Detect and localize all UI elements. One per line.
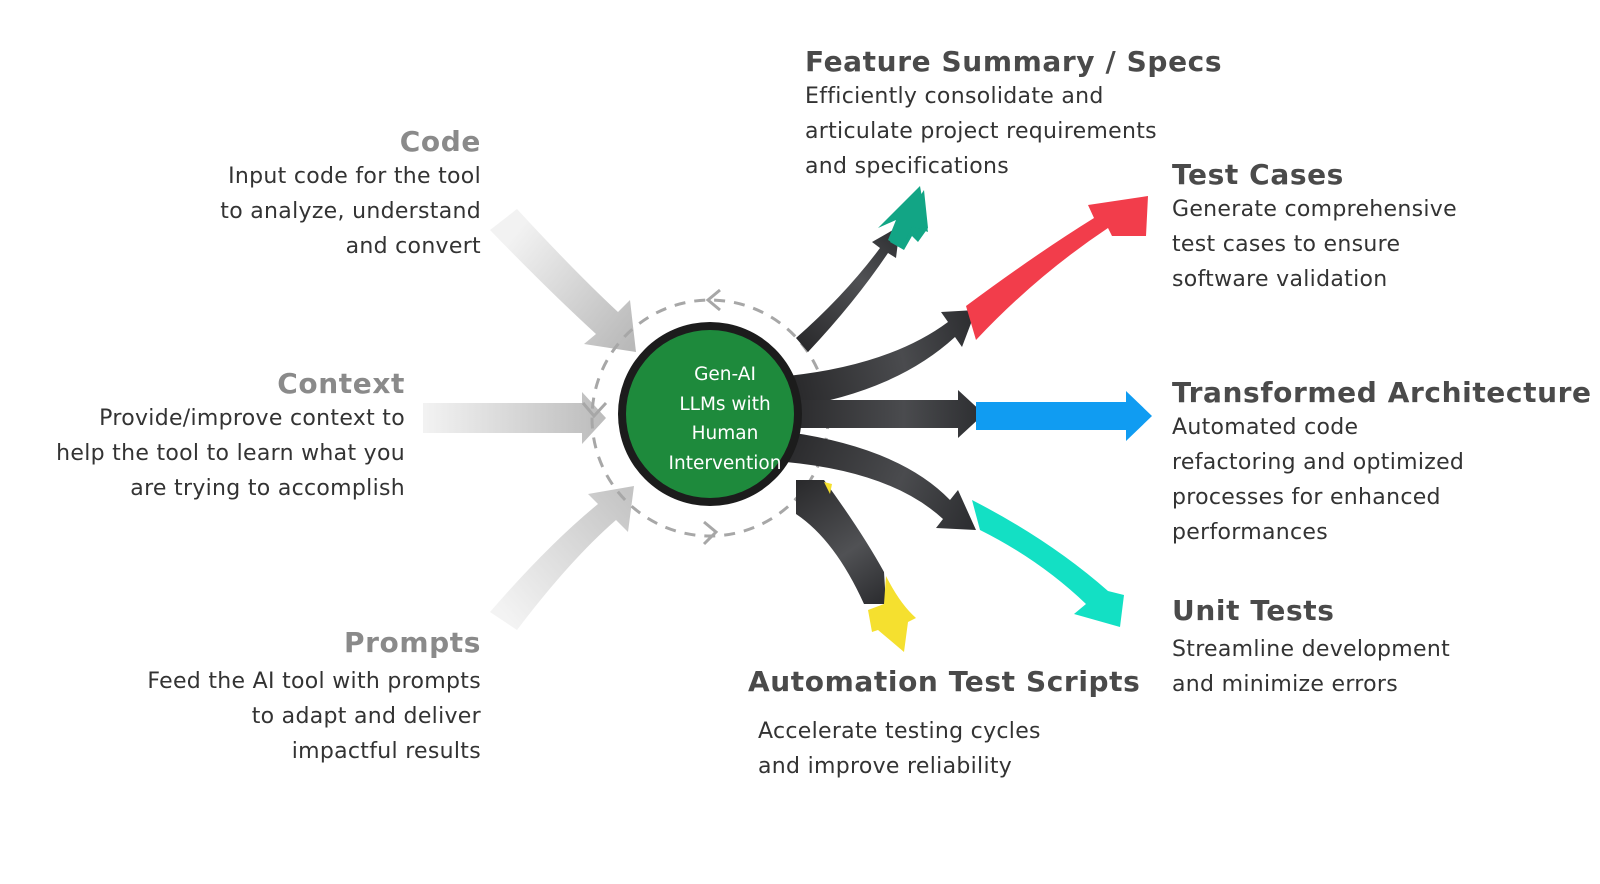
description-line: to adapt and deliver xyxy=(251,704,481,729)
description-line: Automated code xyxy=(1172,415,1359,440)
description-line: and specifications xyxy=(805,154,1009,179)
description-line: Provide/improve context to xyxy=(99,406,405,431)
arrow-to-automation-scripts xyxy=(796,480,886,604)
description-line: software validation xyxy=(1172,267,1388,292)
center-line: Intervention xyxy=(668,452,782,474)
arrow-to-architecture xyxy=(790,390,984,438)
context-input-block: Context Provide/improve context to help … xyxy=(30,367,405,506)
description-line: test cases to ensure xyxy=(1172,232,1401,257)
unit-tests-arrow xyxy=(972,500,1124,627)
description-line: Feed the AI tool with prompts xyxy=(147,669,481,694)
description-line: and improve reliability xyxy=(758,754,1013,779)
description-line: help the tool to learn what you xyxy=(56,441,405,466)
architecture-block: Transformed Architecture Automated code … xyxy=(1172,376,1592,550)
ring-chevron-left-icon xyxy=(581,401,608,419)
prompts-title: Prompts xyxy=(343,626,481,659)
description-line: Accelerate testing cycles xyxy=(758,719,1041,744)
arrow-to-unit-tests xyxy=(786,432,976,530)
description-line: are trying to accomplish xyxy=(130,476,405,501)
center-hub-label: Gen-AI LLMs with Human Intervention xyxy=(640,360,810,478)
architecture-description: Automated code refactoring and optimized… xyxy=(1172,410,1592,550)
center-line: LLMs with xyxy=(679,393,771,415)
code-input-arrow xyxy=(490,209,636,352)
feature-summary-description: Efficiently consolidate and articulate p… xyxy=(805,79,1225,184)
automation-scripts-block: Automation Test Scripts Accelerate testi… xyxy=(748,665,1168,784)
center-line: Human xyxy=(691,423,759,444)
unit-tests-title: Unit Tests xyxy=(1172,594,1335,627)
ring-chevron-bottom-icon xyxy=(702,520,719,546)
description-line: Input code for the tool xyxy=(228,164,481,189)
code-input-block: Code Input code for the tool to analyze,… xyxy=(150,125,481,264)
description-line: Generate comprehensive xyxy=(1172,197,1457,222)
arrow-to-test-cases xyxy=(788,310,976,408)
feature-summary-block: Feature Summary / Specs Efficiently cons… xyxy=(805,45,1225,184)
architecture-title: Transformed Architecture xyxy=(1172,376,1592,409)
prompts-input-block: Prompts Feed the AI tool with prompts to… xyxy=(100,626,481,769)
feature-summary-arrow-head xyxy=(878,186,928,248)
architecture-arrow xyxy=(976,391,1152,441)
feature-summary-title: Feature Summary / Specs xyxy=(805,45,1223,78)
prompts-description: Feed the AI tool with prompts to adapt a… xyxy=(100,664,481,769)
center-hub xyxy=(626,330,794,498)
context-input-arrow xyxy=(423,392,606,444)
arrow-to-feature-summary xyxy=(796,226,900,352)
automation-scripts-arrow xyxy=(824,482,832,494)
code-description: Input code for the tool to analyze, unde… xyxy=(150,159,481,264)
context-description: Provide/improve context to help the tool… xyxy=(30,401,405,506)
unit-tests-block: Unit Tests Streamline development and mi… xyxy=(1172,594,1572,702)
description-line: performances xyxy=(1172,520,1328,545)
description-line: impactful results xyxy=(291,739,481,764)
description-line: articulate project requirements xyxy=(805,119,1157,144)
automation-scripts-title: Automation Test Scripts xyxy=(748,665,1141,698)
description-line: Efficiently consolidate and xyxy=(805,84,1104,109)
test-cases-description: Generate comprehensive test cases to ens… xyxy=(1172,192,1572,297)
test-cases-arrow xyxy=(966,196,1148,340)
center-line: Gen-AI xyxy=(694,364,756,385)
ring-chevron-top-icon xyxy=(705,288,721,312)
prompts-input-arrow xyxy=(490,486,634,630)
automation-scripts-arrow-head xyxy=(868,576,916,652)
code-title: Code xyxy=(399,125,481,158)
automation-scripts-description: Accelerate testing cycles and improve re… xyxy=(748,714,1168,784)
unit-tests-description: Streamline development and minimize erro… xyxy=(1172,632,1572,702)
context-title: Context xyxy=(277,367,405,400)
test-cases-title: Test Cases xyxy=(1172,158,1344,191)
description-line: and minimize errors xyxy=(1172,672,1399,697)
test-cases-block: Test Cases Generate comprehensive test c… xyxy=(1172,158,1572,297)
description-line: processes for enhanced xyxy=(1172,485,1441,510)
description-line: Streamline development xyxy=(1172,637,1451,662)
description-line: to analyze, understand xyxy=(220,199,481,224)
description-line: refactoring and optimized xyxy=(1172,450,1465,475)
description-line: and convert xyxy=(345,234,481,259)
